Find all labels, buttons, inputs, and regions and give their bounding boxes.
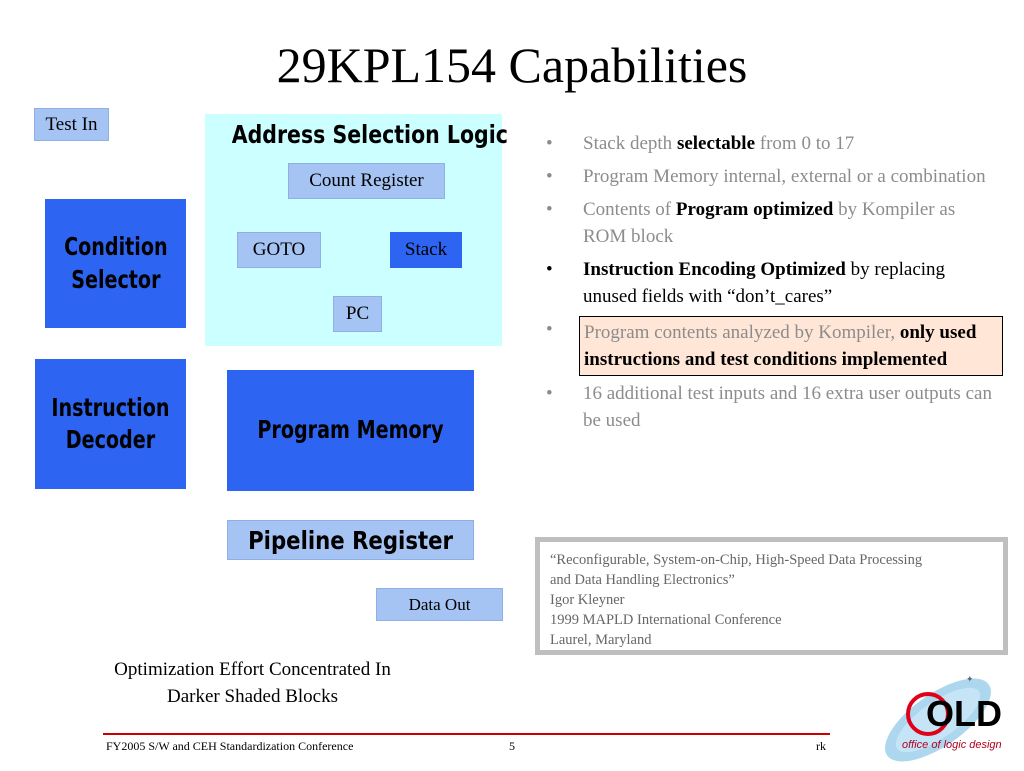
bullet-text: from 0 to 17: [755, 133, 855, 154]
bullet-bold-text: Instruction Encoding Optimized: [583, 259, 846, 280]
test-in-label: Test In: [45, 113, 98, 135]
address-selection-label: Address Selection Logic: [231, 120, 508, 149]
condition-selector-line2: Selector: [70, 264, 161, 294]
instruction-decoder-line2: Decoder: [65, 425, 156, 454]
count-register-box: Count Register: [288, 163, 445, 199]
citation-inner: “Reconfigurable, System-on-Chip, High-Sp…: [540, 542, 1003, 650]
condition-selector-line1: Condition: [63, 232, 168, 261]
logo-ring: [906, 692, 950, 736]
logo-swoosh-inner: [895, 687, 981, 753]
footer-conference: FY2005 S/W and CEH Standardization Confe…: [106, 739, 354, 753]
bullet-bold-text: selectable: [676, 133, 756, 154]
note-line: Optimization Effort Concentrated In: [114, 659, 391, 680]
slide-title: 29KPL154 Capabilities: [276, 37, 748, 93]
bullet-marker: •: [546, 319, 553, 340]
bullet-marker: •: [546, 166, 553, 187]
citation-line: “Reconfigurable, System-on-Chip, High-Sp…: [550, 552, 923, 568]
citation-author: Igor Kleyner: [550, 592, 625, 608]
goto-label: GOTO: [252, 239, 306, 260]
old-logo-icon: OLD office of logic design ✦: [868, 668, 1018, 766]
logo-mark: OLD: [926, 693, 1002, 734]
bullet-text: Contents of: [583, 199, 676, 220]
bullet-test-inputs: • 16 additional test inputs and 16 extra…: [543, 380, 1003, 434]
count-register-label: Count Register: [309, 170, 424, 191]
program-memory-box: Program Memory: [227, 370, 474, 491]
bullet-text: Program contents analyzed by Kompiler,: [584, 322, 900, 343]
bullet-instruction-encoding: • Instruction Encoding Optimized by repl…: [543, 256, 1003, 310]
instruction-decoder-box: Instruction Decoder: [35, 359, 186, 489]
citation-location: Laurel, Maryland: [550, 632, 652, 648]
condition-selector-box: Condition Selector: [45, 199, 186, 328]
footer-page-number: 5: [509, 739, 515, 753]
citation-venue: 1999 MAPLD International Conference: [550, 612, 782, 628]
highlight-box: Program contents analyzed by Kompiler, o…: [579, 316, 1003, 376]
bullet-stack-depth: • Stack depth selectable from 0 to 17: [543, 130, 1003, 157]
stack-box: Stack: [390, 232, 462, 268]
footer-author: rk: [816, 739, 826, 753]
bullet-contents: • Contents of Program optimized by Kompi…: [543, 196, 1003, 250]
bullet-marker: •: [546, 133, 553, 154]
pipeline-register-box: Pipeline Register: [227, 520, 474, 560]
note-line: Darker Shaded Blocks: [167, 686, 338, 707]
bullet-program-memory: • Program Memory internal, external or a…: [543, 163, 1003, 190]
bullet-text: Program Memory internal, external or a c…: [583, 166, 986, 187]
bullet-marker: •: [546, 259, 553, 280]
logo-text: office of logic design: [902, 739, 1002, 751]
citation-line: and Data Handling Electronics”: [550, 572, 735, 588]
bullet-bold-text: only used instructions and test conditio…: [584, 322, 977, 370]
optimization-note: Optimization Effort Concentrated In Dark…: [60, 656, 445, 710]
bullet-program-contents: • Program contents analyzed by Kompiler,…: [543, 316, 1003, 376]
bullet-text: Stack depth: [583, 133, 677, 154]
test-in-box: Test In: [34, 108, 109, 141]
logo-sparkle-icon: ✦: [966, 674, 974, 684]
data-out-box: Data Out: [376, 588, 503, 621]
pc-box: PC: [333, 296, 382, 332]
instruction-decoder-line1: Instruction: [51, 392, 170, 422]
footer-rule: [103, 733, 830, 735]
bullet-text: by Kompiler as ROM block: [583, 199, 956, 247]
program-memory-label: Program Memory: [257, 415, 444, 445]
bullet-text: by replacing unused fields with “don’t_c…: [583, 259, 946, 307]
goto-box: GOTO: [237, 232, 321, 268]
citation-box: “Reconfigurable, System-on-Chip, High-Sp…: [535, 537, 1008, 655]
pc-label: PC: [345, 303, 370, 324]
bullet-marker: •: [546, 199, 553, 220]
pipeline-register-label: Pipeline Register: [248, 525, 453, 555]
data-out-label: Data Out: [408, 594, 471, 614]
bullet-bold-text: Program optimized: [675, 199, 834, 220]
stack-label: Stack: [404, 239, 448, 260]
bullet-marker: •: [546, 383, 553, 404]
logo-graphic: OLD office of logic design ✦: [885, 674, 1002, 762]
capabilities-list: • Stack depth selectable from 0 to 17 • …: [543, 130, 1003, 440]
bullet-text: 16 additional test inputs and 16 extra u…: [583, 383, 992, 431]
